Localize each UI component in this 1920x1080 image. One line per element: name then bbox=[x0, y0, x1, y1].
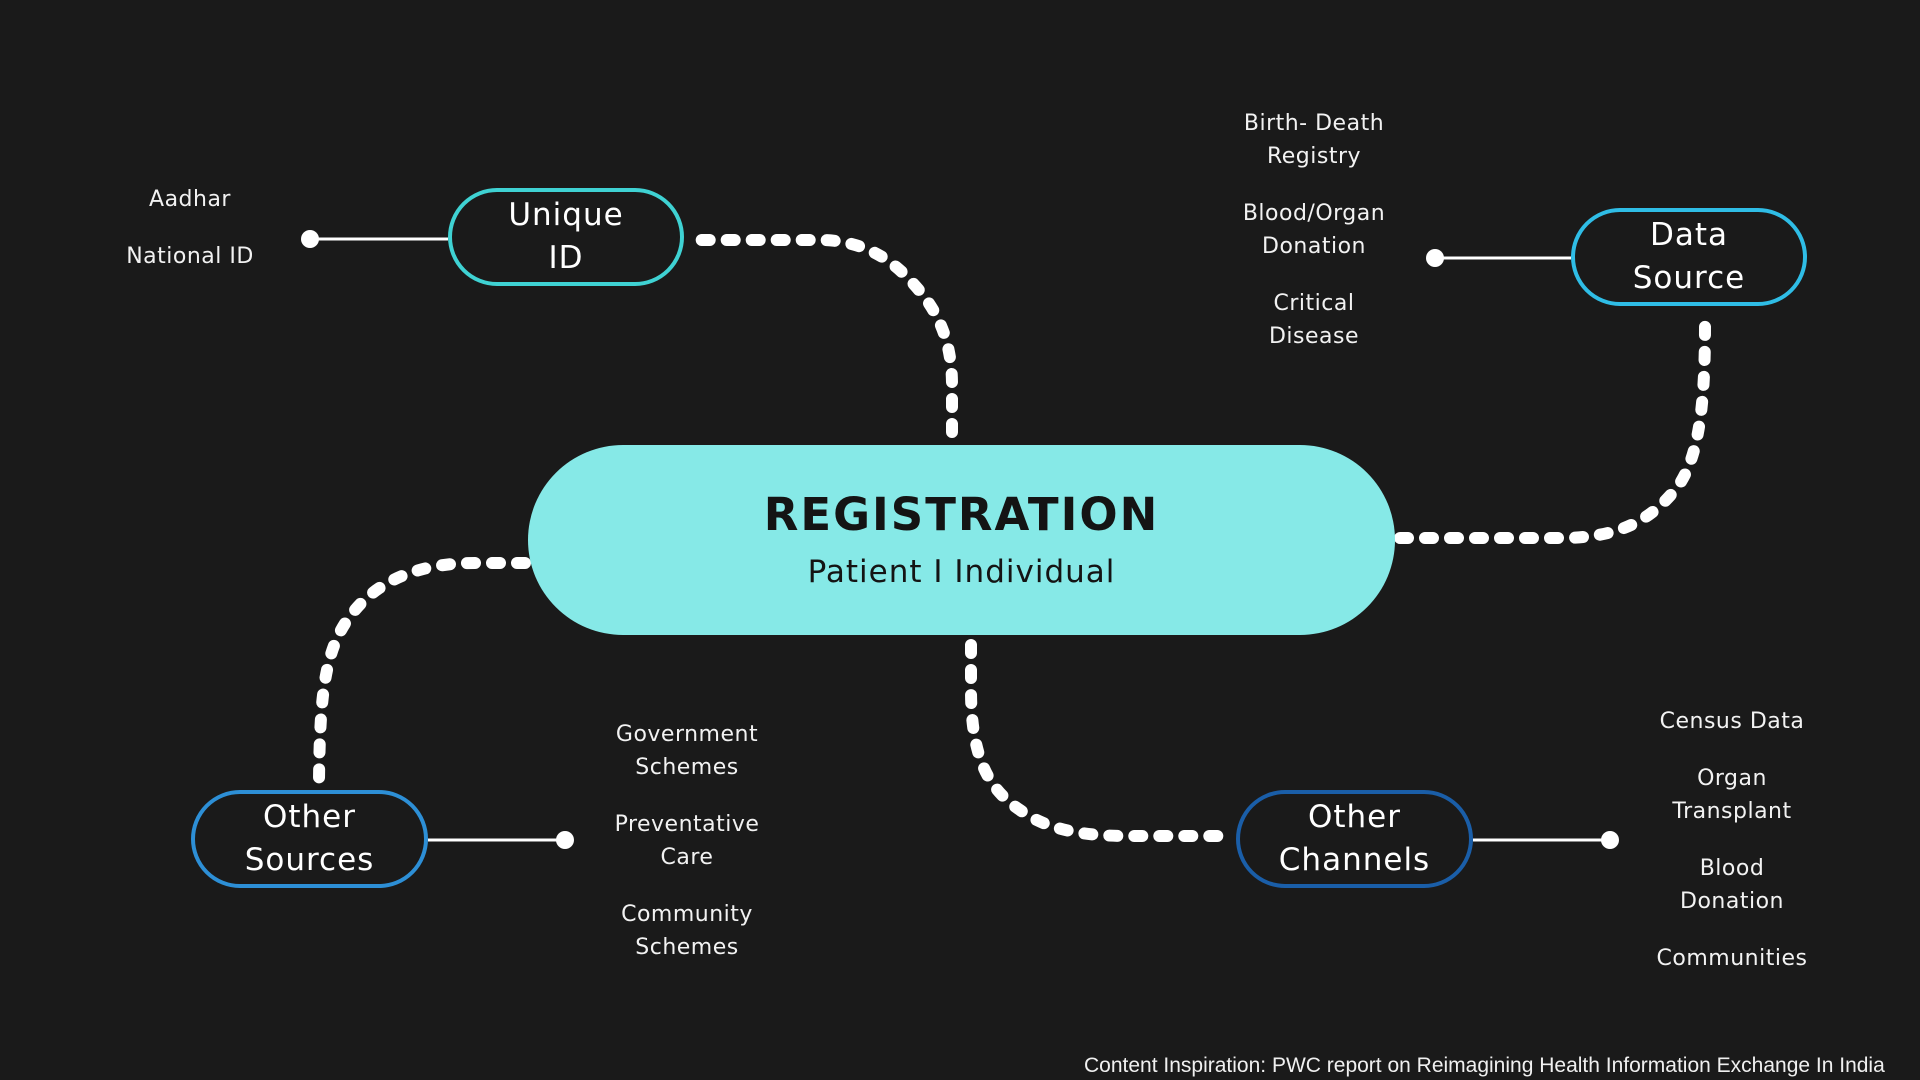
dashed-connector-unique-id bbox=[684, 234, 958, 438]
leaf-dot-other-sources bbox=[556, 831, 574, 849]
list-item: Birth- Death Registry bbox=[1243, 111, 1385, 169]
branch-other-channels: Other Channels bbox=[1236, 790, 1473, 888]
list-item: Preventative Care bbox=[614, 812, 760, 870]
registration-subtitle: Patient I Individual bbox=[807, 554, 1116, 590]
leaf-dot-unique-id bbox=[301, 230, 319, 248]
branch-label-other-sources: Other Sources bbox=[244, 799, 375, 878]
list-item: Government Schemes bbox=[615, 722, 759, 780]
list-item: National ID bbox=[126, 244, 254, 269]
branch-other-sources: Other Sources bbox=[191, 790, 428, 888]
unique-id-items: Aadhar National ID bbox=[110, 183, 270, 297]
branch-label-unique-id: Unique ID bbox=[508, 197, 624, 276]
leaf-dot-other-channels bbox=[1601, 831, 1619, 849]
dashed-connector-data-source bbox=[1394, 319, 1711, 544]
other-sources-items: Government Schemes Preventative Care Com… bbox=[587, 718, 787, 988]
list-item: Communities bbox=[1656, 946, 1808, 971]
registration-node: REGISTRATION Patient I Individual bbox=[528, 445, 1395, 635]
leaf-dot-data-source bbox=[1426, 249, 1444, 267]
list-item: Blood/Organ Donation bbox=[1242, 201, 1386, 259]
dashed-connector-other-channels bbox=[965, 639, 1231, 842]
branch-label-other-channels: Other Channels bbox=[1278, 799, 1431, 878]
other-channels-items: Census Data Organ Transplant Blood Donat… bbox=[1632, 705, 1832, 999]
registration-title: REGISTRATION bbox=[763, 488, 1160, 541]
dashed-connector-other-sources bbox=[313, 557, 531, 786]
list-item: Census Data bbox=[1659, 709, 1805, 734]
source-footnote: Content Inspiration: PWC report on Reima… bbox=[1084, 1054, 1885, 1077]
branch-data-source: Data Source bbox=[1571, 208, 1807, 306]
branch-unique-id: Unique ID bbox=[448, 188, 684, 286]
list-item: Critical Disease bbox=[1268, 291, 1360, 349]
data-source-items: Birth- Death Registry Blood/Organ Donati… bbox=[1214, 107, 1414, 377]
list-item: Organ Transplant bbox=[1672, 766, 1792, 824]
list-item: Blood Donation bbox=[1680, 856, 1784, 914]
list-item: Community Schemes bbox=[621, 902, 753, 960]
branch-label-data-source: Data Source bbox=[1632, 217, 1746, 296]
list-item: Aadhar bbox=[149, 187, 231, 212]
